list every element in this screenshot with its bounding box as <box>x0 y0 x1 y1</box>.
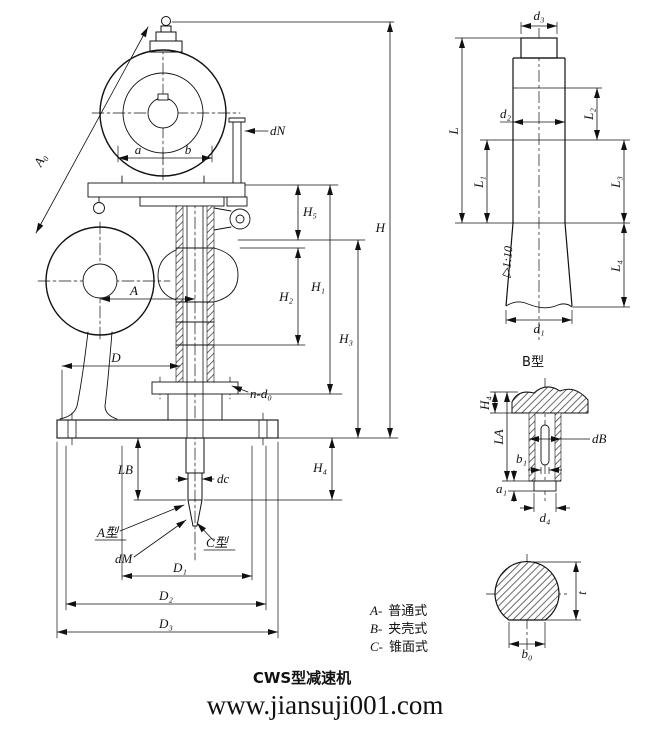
shaft-detail-view: d₃ d₂ L L₁ L₂ L₃ L₄ ▷1:10 d₁ <box>446 8 630 340</box>
b-dimension-lines <box>492 392 570 511</box>
taper-left-edge <box>505 222 514 307</box>
type-c-label: C型 <box>206 535 230 550</box>
dim-label-db: dB <box>592 431 607 446</box>
cone-tip <box>187 499 194 527</box>
legend-label-a: 普通式 <box>388 604 427 619</box>
dim-label-d1: D₁ <box>172 560 187 575</box>
dim-label-t: t <box>574 591 589 595</box>
dim-label-dn: dN <box>270 123 287 138</box>
dim-label-a1: a₁ <box>496 481 507 496</box>
dim-label-h2: H₂ <box>278 289 293 304</box>
shaft-labels: d₃ d₂ L L₁ L₂ L₃ L₄ ▷1:10 d₁ <box>446 8 623 336</box>
dim-label-d2: D₂ <box>158 588 173 603</box>
stem-wall-right <box>554 412 562 482</box>
dim-label-dc: dc <box>217 471 230 486</box>
housing-boss-left <box>157 249 177 301</box>
dim-label-dm: dM <box>115 551 134 566</box>
housing-boss-right <box>213 247 239 303</box>
wall-hatch-left <box>175 205 184 383</box>
stem-step <box>533 480 557 492</box>
legend-item-a: A- 普通式 <box>369 603 427 619</box>
dim-label-l2: L₂ <box>581 108 596 121</box>
section-dimension-lines <box>509 562 579 647</box>
eye-bolt <box>93 202 105 214</box>
dim-label-a: a <box>135 142 142 157</box>
leader-type-a <box>119 504 185 532</box>
dim-label-h: H <box>375 220 386 235</box>
taper-label: ▷1:10 <box>499 245 516 278</box>
dim-label-l1: L₁ <box>471 176 486 189</box>
input-shaft-stub <box>226 117 248 207</box>
leader-dm <box>133 519 187 558</box>
legend: A- 普通式 B- 夹壳式 C- 锥面式 <box>369 603 428 655</box>
dim-label-h4b: H₄ <box>477 396 492 411</box>
output-shaft <box>185 205 205 527</box>
drawing-caption: CWS型减速机 <box>253 669 351 687</box>
legend-item-c: C- 锥面式 <box>370 639 428 655</box>
legend-key-a: A- <box>369 603 382 618</box>
main-extension-lines <box>56 21 399 639</box>
main-view: A₀ a b dN A H₅ H₂ H₁ H₃ H H₄ n-d₀ D LB d… <box>30 16 399 639</box>
dim-label-b0: b₀ <box>521 646 532 661</box>
watermark: www.jiansuji001.com <box>207 690 444 720</box>
dim-label-d: D <box>110 350 121 365</box>
type-a-label: A型 <box>96 525 120 540</box>
shaft-dimension-lines <box>459 23 627 323</box>
dim-label-d3: d₃ <box>533 8 544 23</box>
keyway <box>157 93 169 101</box>
b-type-title: B型 <box>522 355 544 370</box>
dim-label-d3: D₃ <box>158 616 173 631</box>
hatched-shaft-section <box>494 561 560 621</box>
b-labels: H₄ LA dB b₁ a₁ d₄ <box>477 396 607 525</box>
main-dimension-lines <box>35 21 393 635</box>
dim-label-h1: H₁ <box>310 279 325 294</box>
legend-label-b: 夹壳式 <box>388 622 427 637</box>
dim-label-d1: d₁ <box>533 321 544 336</box>
dim-label-d4: d₄ <box>539 510 551 525</box>
dim-label-l3: L₃ <box>608 176 623 189</box>
dim-label-h5: H₅ <box>302 204 317 219</box>
dim-label-b1: b₁ <box>516 451 527 466</box>
legend-key-b: B- <box>370 621 382 636</box>
base-plate <box>56 419 279 439</box>
dim-label-l: L <box>446 127 461 135</box>
dim-label-a0: A₀ <box>30 151 50 170</box>
dim-label-la: LA <box>491 429 506 445</box>
stem-wall-left <box>528 412 536 482</box>
clamp-slot <box>540 424 550 466</box>
dim-a0 <box>35 26 149 234</box>
leader-type-c <box>196 522 215 542</box>
shaft-outline <box>505 37 573 309</box>
dim-label-d2: d₂ <box>500 106 512 121</box>
legend-label-c: 锥面式 <box>389 640 428 655</box>
b-type-view: B型 H₄ <box>477 355 607 525</box>
dim-label-a-center: A <box>129 283 138 298</box>
dim-label-h4: H₄ <box>312 460 327 475</box>
clamp-flange <box>511 386 589 414</box>
dim-label-nd0: n-d₀ <box>250 386 272 401</box>
legend-key-c: C- <box>370 639 383 654</box>
taper-right-edge <box>564 222 573 307</box>
main-labels: A₀ a b dN A H₅ H₂ H₁ H₃ H H₄ n-d₀ D LB d… <box>30 123 386 631</box>
dim-label-lb: LB <box>117 462 133 477</box>
leader-nd0 <box>231 385 249 393</box>
bottom-flange <box>151 381 239 395</box>
dim-label-h3: H₃ <box>338 331 353 346</box>
wheel-stand <box>59 331 118 420</box>
wall-hatch-right <box>206 205 215 383</box>
dim-label-l4: L₄ <box>608 260 623 273</box>
break-line <box>505 301 573 309</box>
cross-section-view: t b₀ <box>486 554 589 661</box>
dim-label-b: b <box>185 142 192 157</box>
legend-item-b: B- 夹壳式 <box>370 621 427 637</box>
breather-cap <box>149 16 183 53</box>
